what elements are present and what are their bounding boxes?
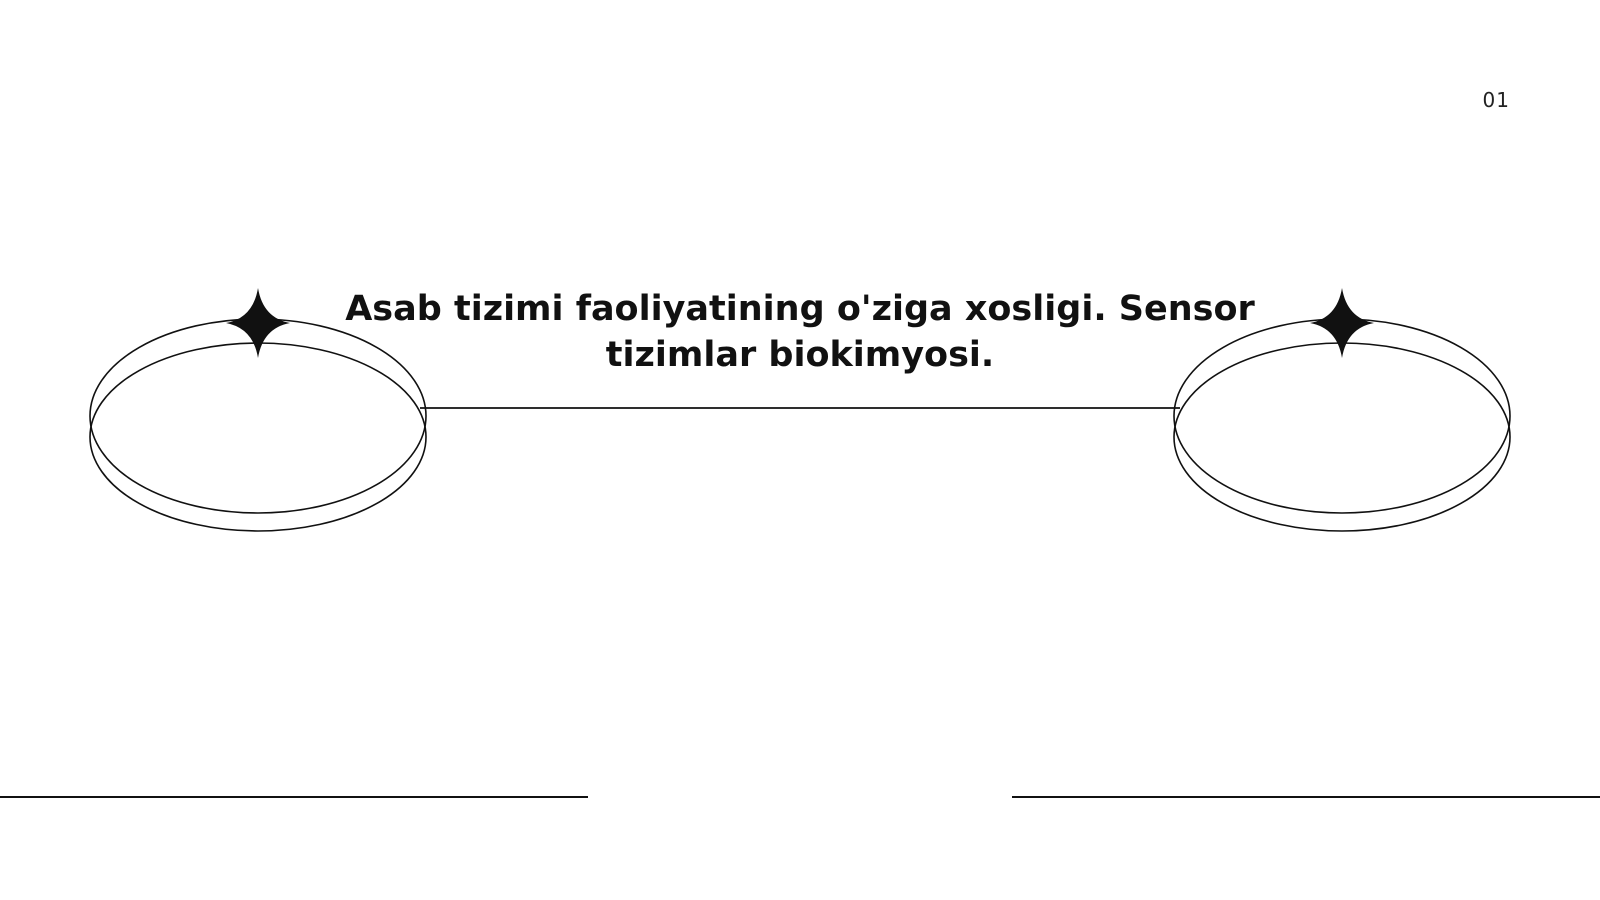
four-point-star-icon [226, 288, 290, 358]
page-number: 01 [1482, 88, 1510, 112]
four-point-star-icon [1310, 288, 1374, 358]
slide-title: Asab tizimi faoliyatining o'ziga xosligi… [345, 289, 1255, 375]
